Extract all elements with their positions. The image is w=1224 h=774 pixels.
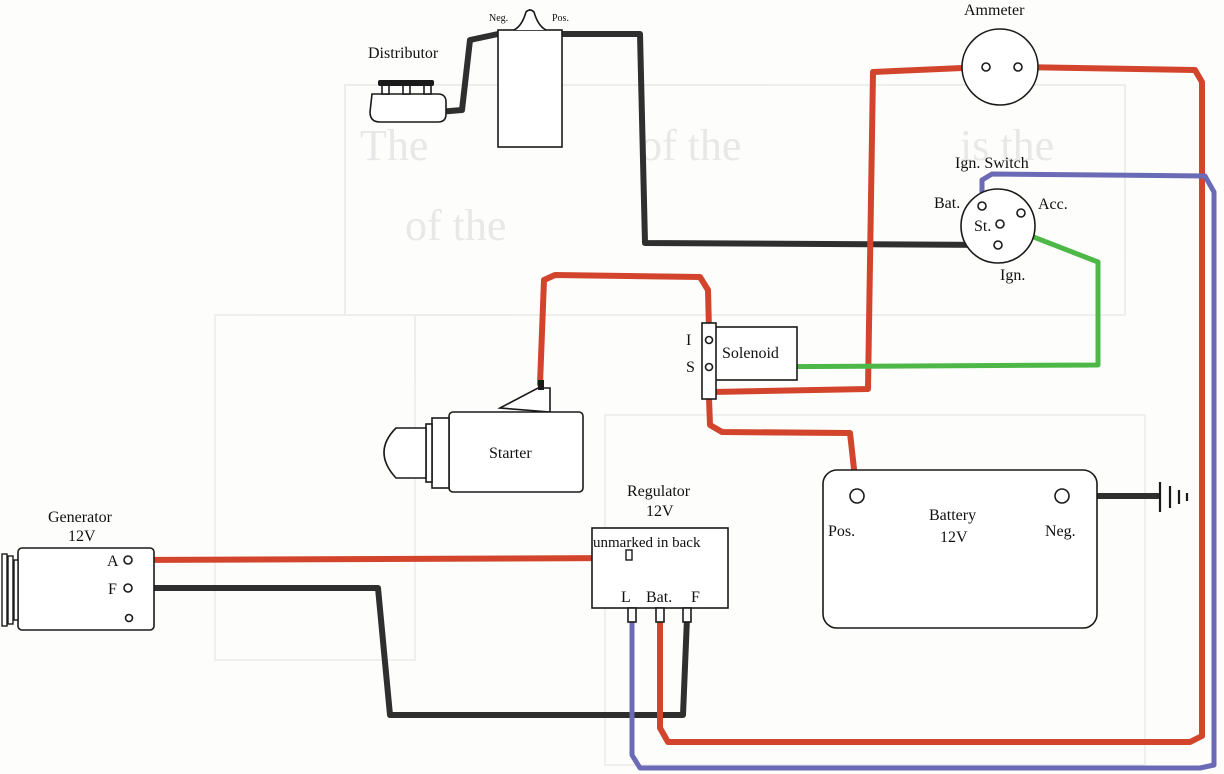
distributor-cap — [369, 93, 447, 123]
wire-ammeter-to-regulator — [657, 64, 1205, 745]
generator-volts-label: 12V — [68, 528, 96, 545]
background-bleed: The of the is the of the — [214, 84, 1146, 766]
generator-label: Generator — [48, 509, 113, 526]
generator-f-label: F — [108, 581, 117, 598]
red-wires — [127, 64, 1205, 745]
wire-solenoid-to-battery — [706, 395, 860, 499]
solenoid-s-label: S — [686, 359, 695, 376]
svg-text:of the: of the — [640, 121, 741, 170]
solenoid-i-label: I — [686, 332, 691, 349]
solenoid: Solenoid I S — [686, 322, 798, 400]
wire-generator-f-to-regulator-f — [127, 585, 690, 718]
regulator-l-label: L — [621, 589, 631, 606]
blue-wires — [629, 171, 1217, 771]
coil-body — [497, 29, 563, 148]
ign-ign-label: Ign. — [1000, 267, 1025, 284]
regulator-volts-label: 12V — [646, 503, 674, 520]
generator-a-label: A — [107, 553, 119, 570]
green-wires — [709, 221, 1101, 370]
ign-switch-label: Ign. Switch — [955, 155, 1029, 172]
svg-text:is the: is the — [960, 121, 1054, 170]
ammeter-label: Ammeter — [964, 2, 1025, 19]
ammeter: Ammeter — [961, 2, 1039, 106]
ignition-switch: Ign. Switch Bat. Acc. St. Ign. — [934, 155, 1068, 284]
ign-bat-label: Bat. — [934, 195, 960, 212]
wire-distributor-to-coil — [435, 31, 501, 115]
coil-pos-label: Pos. — [552, 13, 569, 24]
wire-solenoid-to-ammeter — [709, 64, 988, 395]
regulator-f-label: F — [691, 589, 700, 606]
ground-symbol-icon — [1158, 482, 1189, 512]
starter-label: Starter — [489, 445, 532, 462]
battery-label: Battery — [929, 507, 976, 524]
ignition-coil: Neg. Pos. — [489, 9, 569, 148]
generator: Generator 12V A F — [1, 509, 155, 631]
battery-volts-label: 12V — [940, 529, 968, 546]
solenoid-label: Solenoid — [722, 345, 779, 362]
battery: Pos. Neg. Battery 12V — [822, 469, 1098, 629]
svg-text:The: The — [360, 121, 428, 170]
battery-neg-label: Neg. — [1045, 523, 1076, 540]
wire-coil-to-ignition — [559, 31, 1001, 248]
regulator-bat-label: Bat. — [646, 589, 672, 606]
wire-ignition-bat-to-regulator-l — [629, 171, 1217, 771]
starter-motor: Starter — [383, 380, 584, 493]
distributor: Distributor — [368, 45, 447, 123]
battery-pos-label: Pos. — [828, 523, 855, 540]
regulator-label: Regulator — [627, 483, 691, 500]
ign-st-label: St. — [974, 218, 991, 235]
ign-acc-label: Acc. — [1038, 196, 1068, 213]
regulator-unmarked-label: unmarked in back — [593, 535, 701, 551]
coil-neg-label: Neg. — [489, 13, 508, 24]
svg-text:of the: of the — [405, 201, 506, 250]
wire-starter-to-solenoid — [537, 272, 712, 387]
wire-ignition-st-to-solenoid-s — [709, 221, 1101, 370]
voltage-regulator: Regulator 12V unmarked in back L Bat. F — [591, 483, 729, 623]
wire-generator-a-to-regulator — [127, 555, 631, 563]
distributor-label: Distributor — [368, 45, 439, 62]
